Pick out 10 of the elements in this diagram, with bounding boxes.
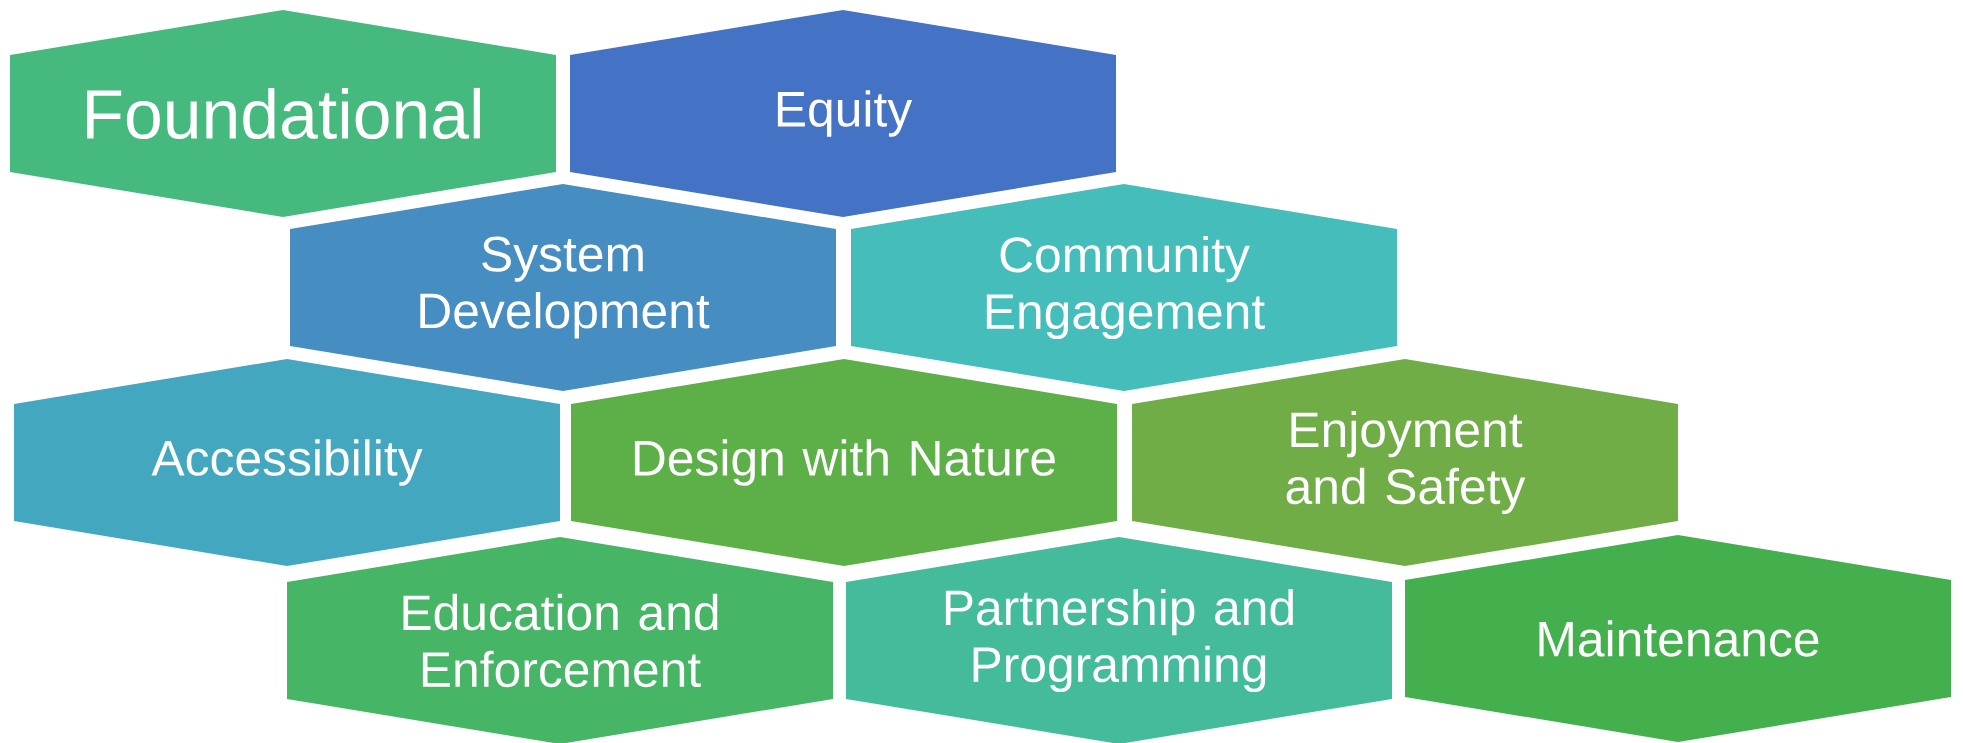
hexagon: System Development	[290, 184, 836, 391]
hexagon: Partnership and Programming	[846, 537, 1392, 743]
hexagon: Equity	[570, 10, 1116, 217]
hexagon: Maintenance	[1405, 535, 1951, 742]
hexagon: Community Engagement	[851, 184, 1397, 391]
hexagon: Accessibility	[14, 359, 560, 566]
hexagon: Design with Nature	[571, 359, 1117, 566]
hexagon: Foundational	[10, 10, 556, 217]
hexagon: Enjoyment and Safety	[1132, 359, 1678, 566]
hexagon: Education and Enforcement	[287, 537, 833, 743]
